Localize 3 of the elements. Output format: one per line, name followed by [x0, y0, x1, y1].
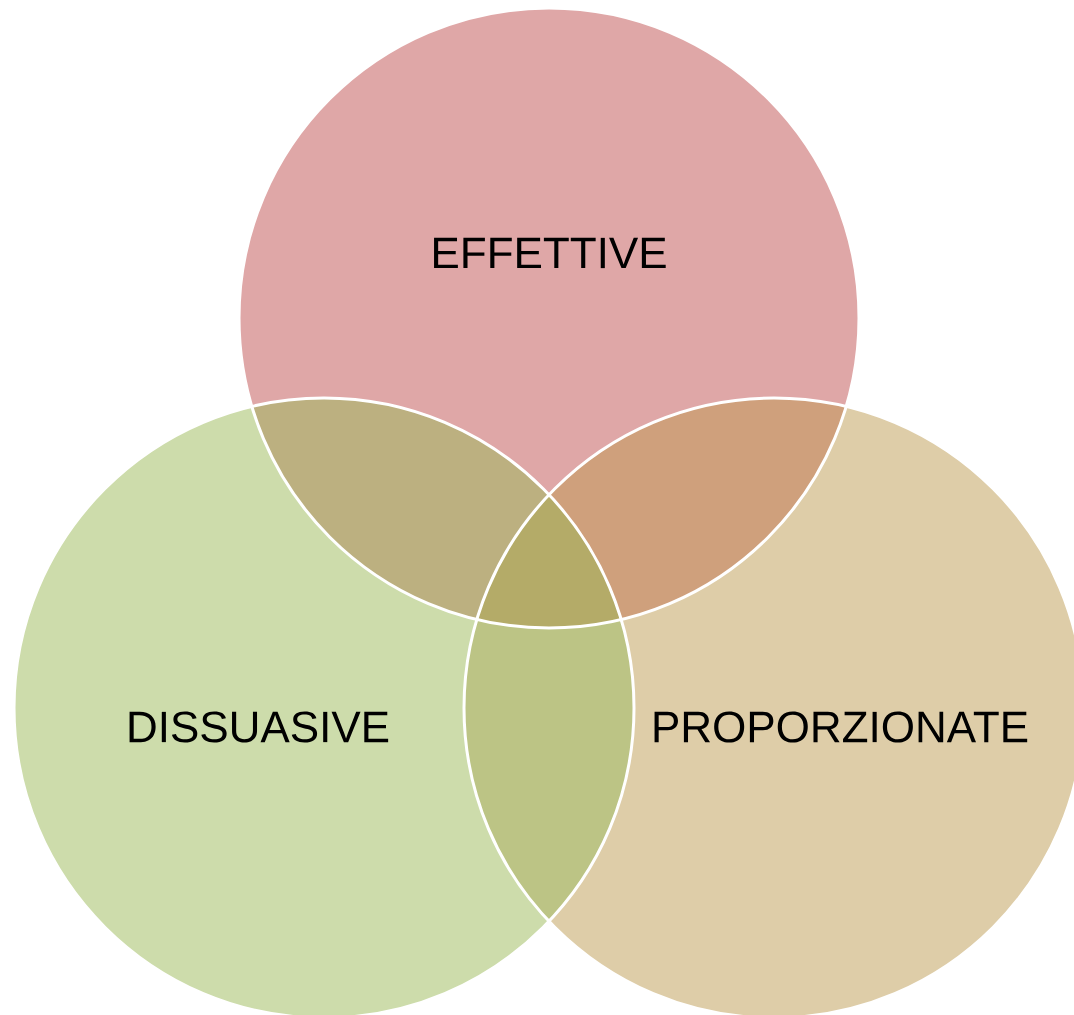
- circle-label: PROPORZIONATE: [654, 711, 1028, 743]
- circle-label: DISSUASIVE: [129, 711, 389, 743]
- circle-label: EFFETTIVE: [434, 237, 666, 269]
